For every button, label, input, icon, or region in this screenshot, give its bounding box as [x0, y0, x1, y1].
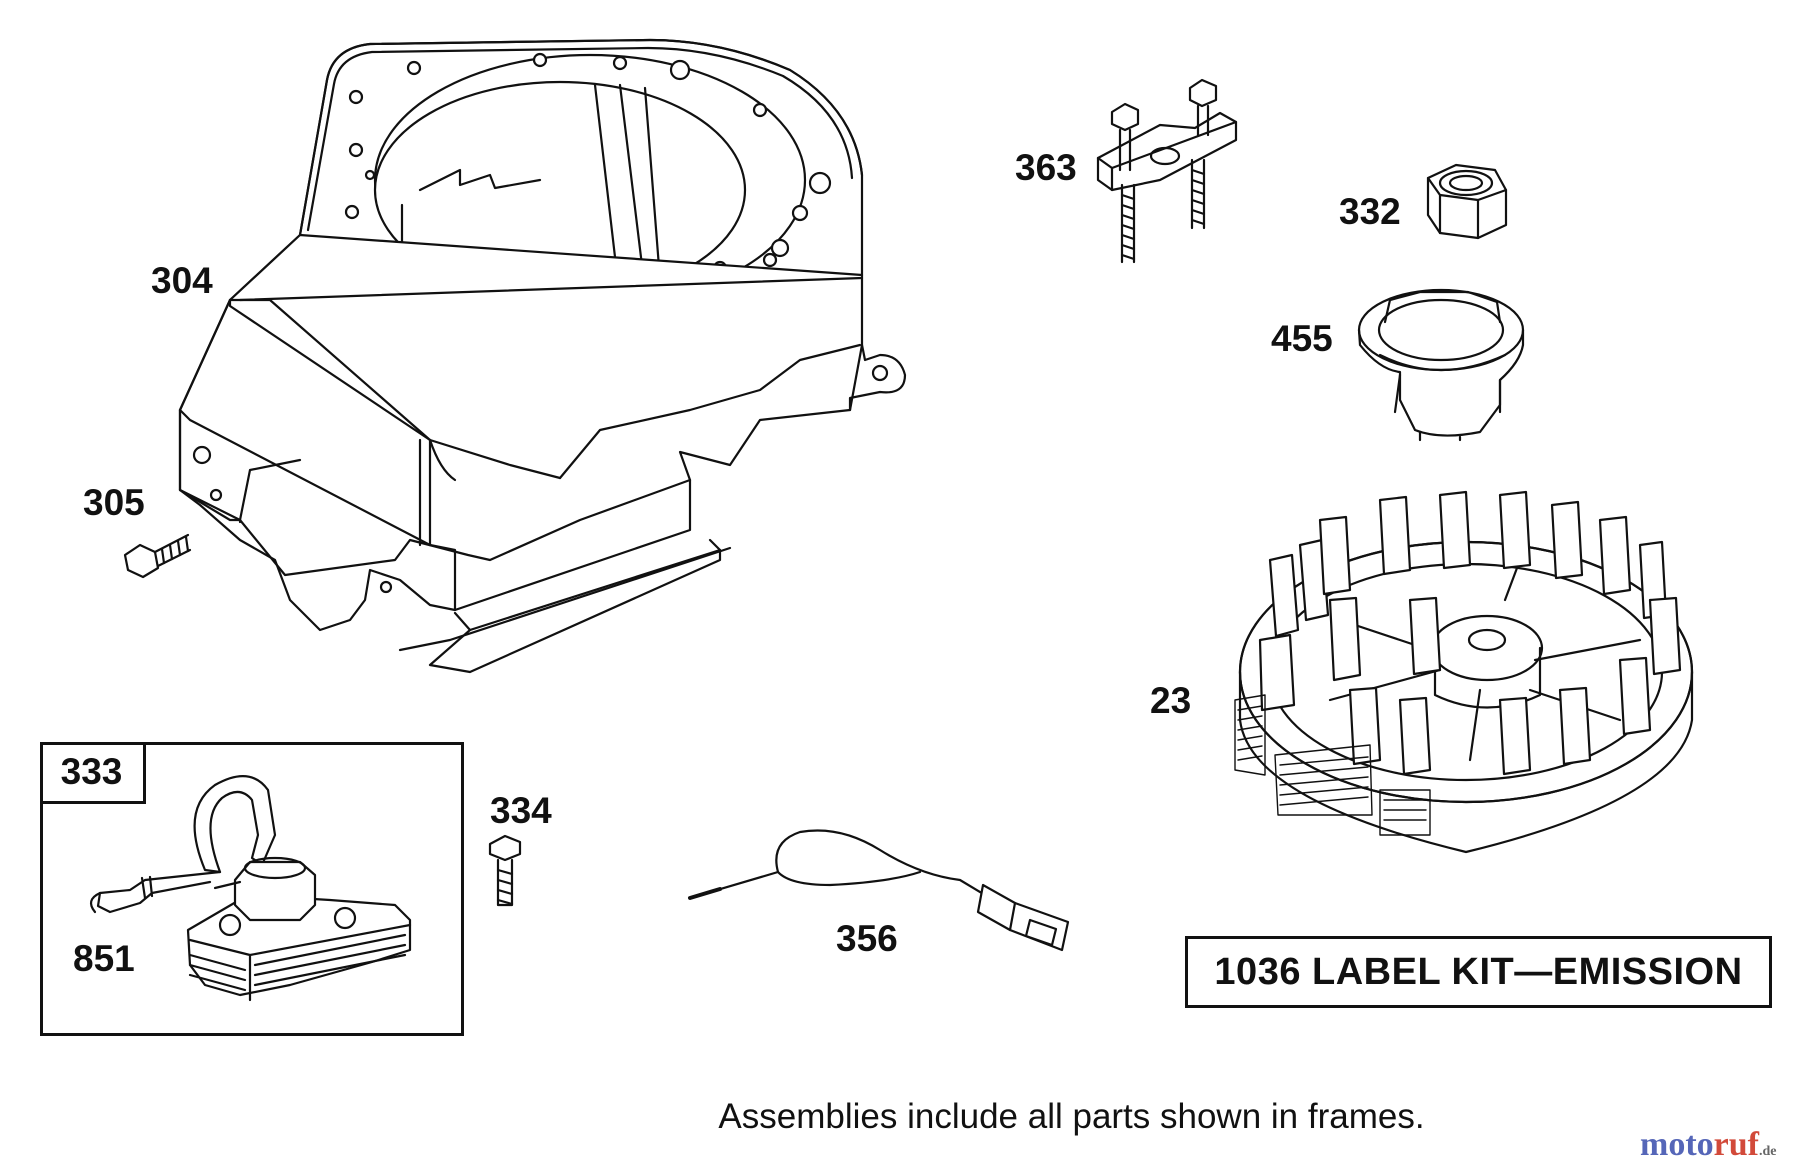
- part-number-851: 851: [73, 938, 135, 979]
- ignition-coil-drawing: [89, 775, 412, 1002]
- watermark-part1: moto: [1640, 1126, 1714, 1163]
- assembly-frame: [40, 742, 464, 1036]
- part-number-332: 332: [1339, 191, 1401, 232]
- part-number-23: 23: [1150, 680, 1192, 721]
- part-number-334: 334: [490, 790, 552, 831]
- bolt-334-drawing: [488, 834, 522, 907]
- label-kit-text: 1036 LABEL KIT—EMISSION: [1214, 950, 1743, 993]
- watermark-part2: ruf: [1713, 1126, 1759, 1163]
- starter-cup-455-drawing: [1357, 288, 1525, 442]
- bracket-363-drawing: [1096, 78, 1238, 264]
- part-number-455: 455: [1271, 318, 1333, 359]
- nut-332-drawing: [1426, 163, 1508, 240]
- assemblies-note: Assemblies include all parts shown in fr…: [718, 1097, 1425, 1136]
- bolt-305-drawing: [123, 533, 192, 579]
- flywheel-23-drawing: [1234, 490, 1694, 854]
- part-number-356: 356: [836, 918, 898, 959]
- watermark-part3: .de: [1758, 1144, 1777, 1159]
- blower-housing-drawing: [178, 38, 907, 674]
- part-number-333: 333: [60, 750, 123, 792]
- part-number-363: 363: [1015, 147, 1077, 188]
- part-number-304: 304: [151, 260, 213, 301]
- assembly-frame-tag: 333: [40, 742, 146, 804]
- part-number-305: 305: [83, 482, 145, 523]
- wire-356-drawing: [688, 829, 1070, 952]
- label-kit-box: 1036 LABEL KIT—EMISSION: [1185, 936, 1772, 1008]
- watermark-logo: motoruf.de: [1640, 1126, 1776, 1164]
